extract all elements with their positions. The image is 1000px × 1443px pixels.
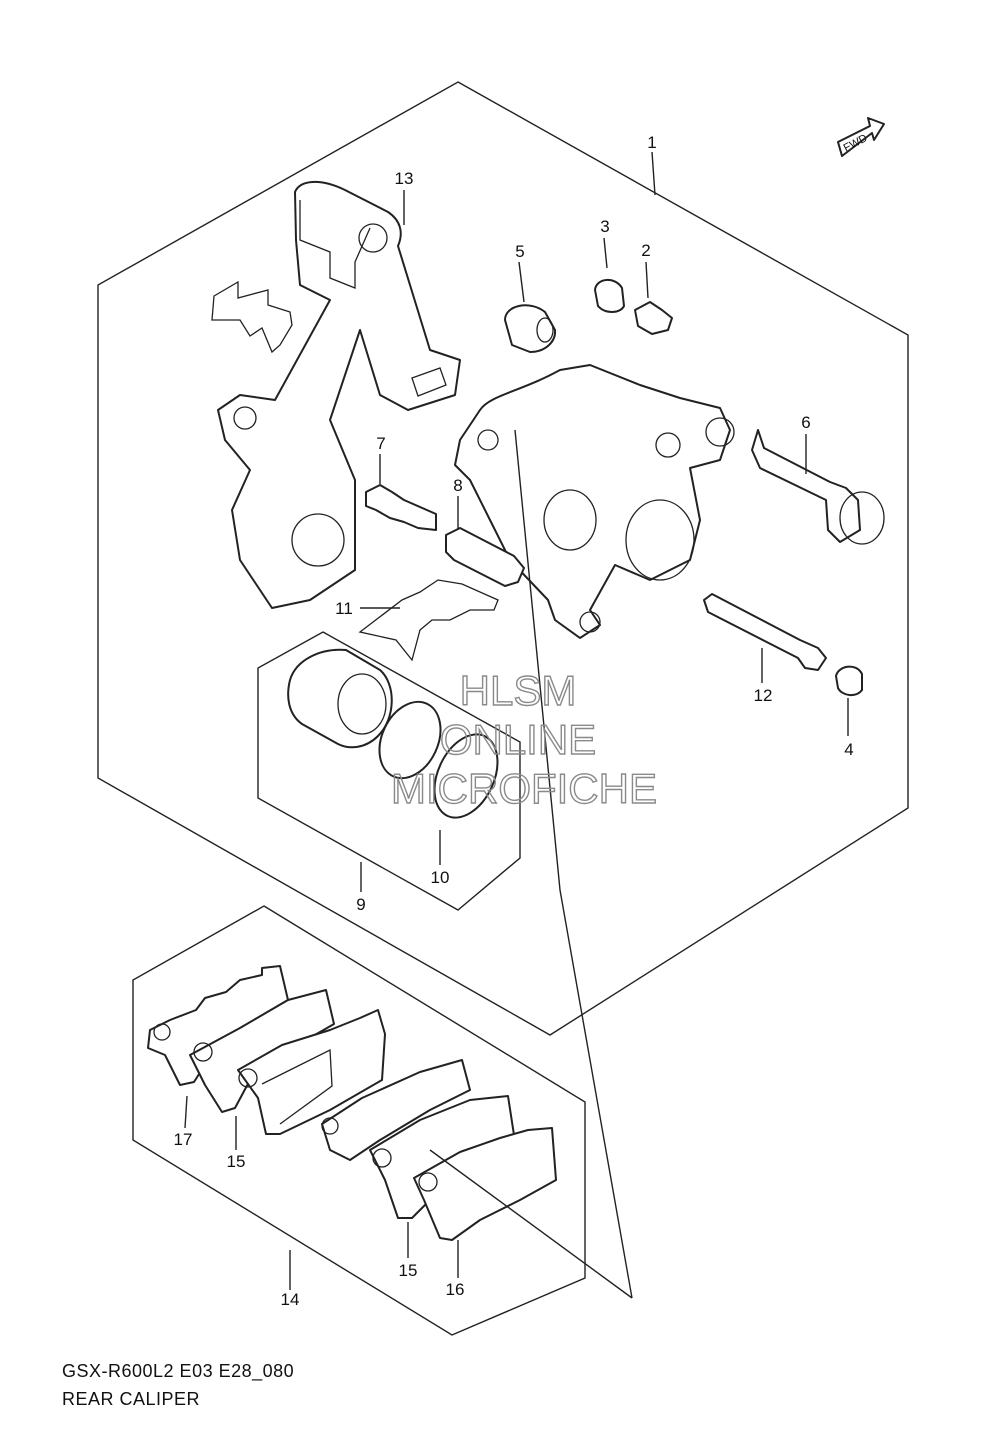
guide-line	[429, 429, 633, 1299]
piston-part-9	[287, 648, 393, 749]
callout-6: 6	[801, 413, 810, 432]
spring-clip	[211, 280, 293, 354]
pad-shim-part-16	[413, 1127, 557, 1241]
caliper-body-part-1	[454, 364, 735, 639]
callout-15-right: 15	[399, 1261, 418, 1280]
bleeder-screw-part-7	[365, 484, 437, 531]
assembly-boundary-1	[97, 81, 909, 1036]
plug-part-4	[835, 665, 863, 696]
watermark-line-3: MICROFICHE	[391, 765, 657, 812]
bleeder-valve-part-2	[634, 301, 673, 335]
callout-8: 8	[453, 476, 462, 495]
callout-2: 2	[641, 241, 650, 260]
piston-kit-boundary-9	[257, 631, 521, 911]
callout-15-left: 15	[227, 1152, 246, 1171]
watermark-line-2: ONLINE	[440, 716, 596, 763]
callout-16: 16	[446, 1280, 465, 1299]
caliper-bracket-part-13	[217, 181, 461, 609]
pin-part-12	[703, 593, 827, 671]
callout-17: 17	[174, 1130, 193, 1149]
callout-14: 14	[281, 1290, 300, 1309]
cap-part-3	[594, 279, 625, 313]
pad-spring-part-11	[358, 579, 499, 662]
watermark: HLSM ONLINE MICROFICHE	[390, 666, 657, 812]
pad-set-boundary-14	[132, 905, 586, 1336]
pin-part-6	[751, 429, 885, 545]
callout-11: 11	[335, 599, 353, 618]
brake-pad-left	[237, 1009, 386, 1135]
callout-5: 5	[515, 242, 524, 261]
diagram-code: GSX-R600L2 E03 E28_080	[62, 1361, 295, 1381]
fwd-label: FWD	[842, 132, 870, 154]
callout-9: 9	[356, 895, 365, 914]
callout-13: 13	[395, 169, 414, 188]
callout-labels: 1 2 3 4 5 6 7 8 9 10 11 12 13 14 15 15 1…	[174, 133, 854, 1309]
leader-lines	[184, 151, 849, 1290]
callout-4: 4	[844, 740, 853, 759]
fwd-arrow-icon: FWD	[837, 117, 885, 157]
sleeve-part-8	[445, 527, 525, 587]
callout-10: 10	[431, 868, 450, 887]
brake-pad-right	[321, 1059, 471, 1161]
callout-12: 12	[754, 686, 773, 705]
watermark-line-1: HLSM	[460, 667, 577, 714]
boot-part-5	[504, 304, 557, 353]
callout-1: 1	[647, 133, 656, 152]
callout-3: 3	[600, 217, 609, 236]
seal-part-10	[433, 733, 499, 819]
pad-shim-part-17	[147, 965, 289, 1086]
seal-ring	[378, 700, 442, 780]
callout-7: 7	[376, 434, 385, 453]
diagram-title: REAR CALIPER	[62, 1389, 201, 1409]
